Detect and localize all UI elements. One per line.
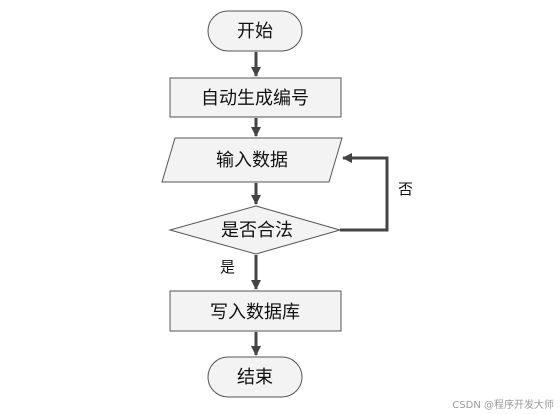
- generate-id-node: 自动生成编号: [169, 77, 342, 118]
- write-db-node: 写入数据库: [169, 290, 342, 332]
- write-db-label: 写入数据库: [210, 302, 300, 323]
- input-data-label: 输入数据: [216, 150, 288, 171]
- start-label: 开始: [237, 21, 273, 42]
- watermark: CSDN @程序开发大师: [452, 400, 554, 411]
- no-edge-label: 否: [398, 180, 413, 198]
- input-data-node: 输入数据: [161, 137, 343, 183]
- arrow-no-loop-back: [340, 153, 389, 232]
- end-label: 结束: [237, 367, 273, 388]
- is-valid-decision-node: 是否合法: [168, 205, 342, 255]
- end-node: 结束: [207, 356, 303, 398]
- is-valid-label: 是否合法: [221, 220, 293, 241]
- start-node: 开始: [207, 10, 303, 52]
- yes-edge-label: 是: [220, 258, 235, 276]
- generate-id-label: 自动生成编号: [201, 88, 309, 109]
